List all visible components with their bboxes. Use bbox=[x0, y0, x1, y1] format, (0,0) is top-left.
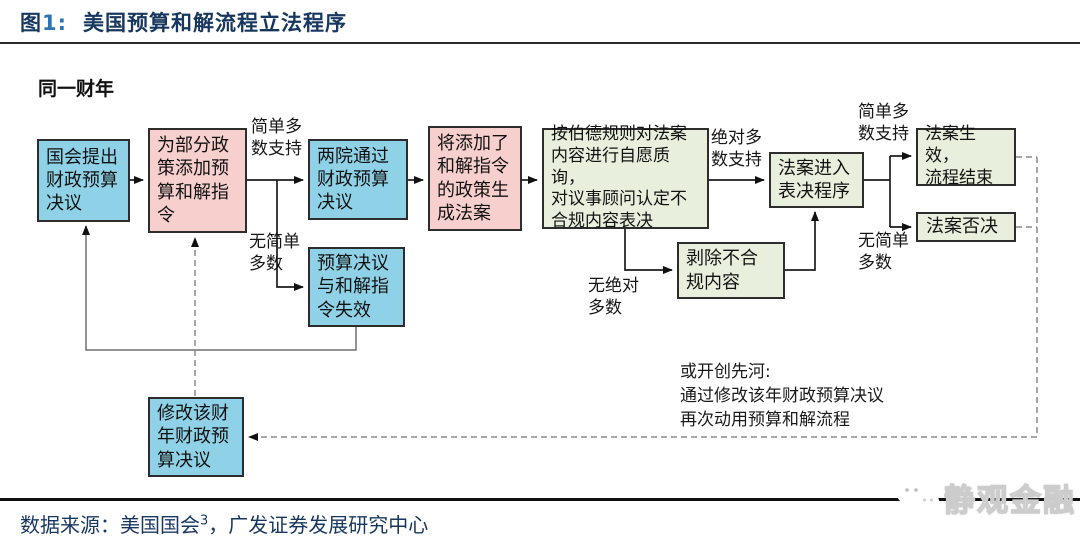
label-absolute-majority: 绝对多 数支持 bbox=[711, 128, 762, 171]
fiscal-year-label: 同一财年 bbox=[38, 78, 115, 100]
annotation-precedent-note: 或开创先河: 通过修改该年财政预算决议 再次动用预算和解流程 bbox=[680, 362, 884, 431]
source-prefix: 数据来源：美国国会 bbox=[20, 513, 200, 537]
label-simple-majority-2: 简单多 数支持 bbox=[858, 102, 909, 145]
label-no-absolute-majority: 无绝对 多数 bbox=[588, 276, 639, 319]
figure-title-text: 美国预算和解流程立法程序 bbox=[83, 11, 348, 35]
edge-n7-n8 bbox=[785, 211, 819, 271]
node-voting-procedure: 法案进入 表决程序 bbox=[769, 152, 864, 208]
wechat-icon bbox=[896, 478, 939, 511]
label-no-simple-majority-1: 无简单 多数 bbox=[249, 232, 300, 275]
node-bill-rejected: 法案否决 bbox=[916, 212, 1016, 242]
node-bill-effective: 法案生效， 流程结束 bbox=[916, 124, 1016, 188]
node-strip-noncompliant: 剥除不合 规内容 bbox=[677, 242, 785, 299]
node-both-chambers-pass: 两院通过 财政预算 决议 bbox=[308, 139, 408, 220]
figure-number: 1: bbox=[42, 11, 68, 35]
source-superscript: 3 bbox=[200, 513, 209, 529]
source-suffix: ，广发证券发展研究中心 bbox=[208, 513, 429, 537]
footer-rule bbox=[0, 498, 1080, 501]
label-no-simple-majority-2: 无简单 多数 bbox=[858, 231, 909, 274]
source-line: 数据来源：美国国会3，广发证券发展研究中心 bbox=[20, 509, 428, 538]
edge-n6-n7 bbox=[624, 229, 673, 274]
title-rule bbox=[0, 42, 1080, 44]
label-simple-majority-1: 简单多 数支持 bbox=[251, 117, 302, 160]
node-byrd-rule-review: 按伯德规则对法案 内容进行自愿质询， 对议事顾问认定不 合规内容表决 bbox=[542, 124, 709, 231]
figure-title: 图1: 美国预算和解流程立法程序 bbox=[20, 7, 347, 37]
node-congress-budget-resolution: 国会提出 财政预算 决议 bbox=[37, 139, 130, 222]
node-add-reconciliation-directives: 为部分政 策添加预 算和解指 令 bbox=[148, 128, 247, 233]
figure-label: 图 bbox=[20, 11, 42, 35]
node-generate-bill: 将添加了 和解指令 的政策生 成法案 bbox=[428, 126, 522, 231]
node-amend-resolution: 修改该财 年财政预 算决议 bbox=[148, 397, 244, 477]
watermark: 静观金融 bbox=[890, 470, 1076, 524]
node-resolution-expires: 预算决议 与和解指 令失效 bbox=[308, 247, 405, 327]
watermark-text: 静观金融 bbox=[943, 482, 1076, 519]
